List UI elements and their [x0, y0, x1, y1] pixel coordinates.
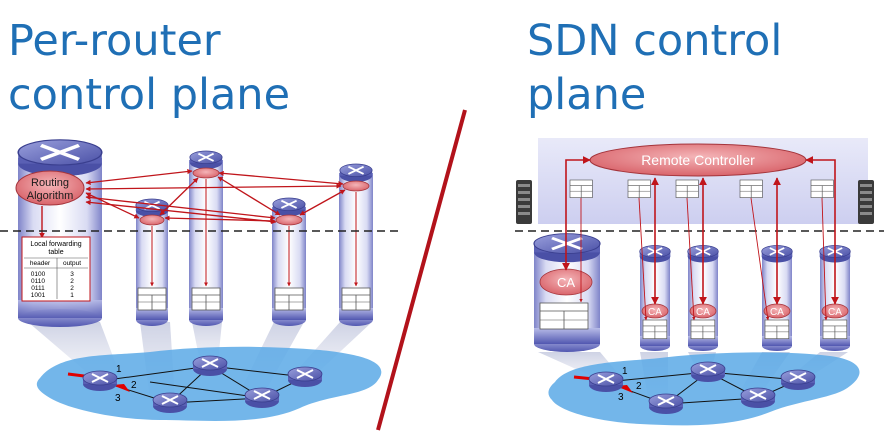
- ca-label-5: CA: [828, 307, 842, 318]
- right-port-3: 3: [618, 392, 624, 403]
- left-control-arrows: [85, 168, 346, 225]
- ctrl-table-2: [627, 179, 651, 198]
- right-title-line1: SDN control: [527, 16, 783, 66]
- ca-label-3: CA: [696, 307, 710, 318]
- left-network-cloud: [36, 346, 382, 421]
- right-network-router-2: [690, 361, 726, 383]
- ctrl-table-5: [810, 179, 834, 198]
- left-outgoing-arrow: [112, 384, 130, 392]
- left-network-router-1: [82, 370, 118, 392]
- server-left-icon: [516, 180, 532, 224]
- table-cell-r1c1: 0100: [31, 271, 46, 278]
- right-network-router-1: [588, 371, 624, 393]
- right-network-router-3: [648, 393, 684, 415]
- table-cell-r3c2: 2: [70, 285, 74, 292]
- right-network-cloud: [548, 352, 860, 426]
- right-network-router-4: [740, 387, 776, 409]
- table-cell-r2c1: 0110: [31, 278, 45, 285]
- ctrl-table-3: [675, 179, 699, 198]
- server-right-icon: [858, 180, 874, 224]
- right-table-arrows: [579, 197, 828, 321]
- left-port-3: 3: [115, 393, 121, 404]
- left-network-router-5: [287, 366, 323, 388]
- table-cell-r4c1: 1001: [31, 292, 46, 299]
- table-cell-r2c2: 2: [70, 278, 74, 285]
- table-header-col2: output: [63, 260, 81, 267]
- routing-algorithm-oval: [15, 170, 85, 206]
- ca-label-main: CA: [557, 275, 575, 290]
- left-panel: 1 2 3 Routing Algorithm Local forwarding…: [15, 140, 382, 421]
- table-cell-r4c2: 1: [70, 292, 74, 299]
- ctrl-table-1: [569, 179, 593, 198]
- left-network-router-4: [244, 387, 280, 409]
- table-title-line2: table: [48, 249, 63, 256]
- left-network-router-2: [192, 355, 228, 377]
- right-network-router-5: [780, 369, 816, 391]
- diagonal-divider: [376, 109, 467, 431]
- right-control-arrows: [562, 156, 839, 305]
- ctrl-table-4: [739, 179, 763, 198]
- left-title-line2: control plane: [8, 70, 291, 120]
- right-port-2: 2: [636, 381, 642, 392]
- right-panel: Remote Controller 1 2 3: [516, 138, 874, 426]
- remote-controller-label: Remote Controller: [641, 152, 755, 168]
- left-title: Per-router control plane: [8, 14, 290, 122]
- left-port-1: 1: [116, 364, 122, 375]
- local-forwarding-table: Local forwarding table header output 010…: [21, 236, 91, 302]
- left-port-2: 2: [131, 380, 137, 391]
- ca-label-2: CA: [648, 307, 662, 318]
- left-vertical-arrows: [150, 179, 358, 287]
- right-title: SDN control plane: [527, 14, 782, 122]
- table-title-line1: Local forwarding: [30, 241, 81, 248]
- right-port-1: 1: [622, 366, 628, 377]
- ca-label-4: CA: [770, 307, 784, 318]
- left-network-router-3: [152, 392, 188, 414]
- routing-algorithm-label-line1: Routing: [31, 177, 69, 189]
- sdn-switch-cylinder-main: CA: [532, 231, 602, 352]
- table-cell-r1c2: 3: [70, 271, 74, 278]
- routing-algorithm-label-line2: Algorithm: [27, 190, 73, 202]
- left-title-line1: Per-router: [8, 16, 221, 66]
- table-cell-r3c1: 0111: [31, 285, 45, 292]
- right-title-line2: plane: [527, 70, 647, 120]
- table-header-col1: header: [30, 260, 51, 267]
